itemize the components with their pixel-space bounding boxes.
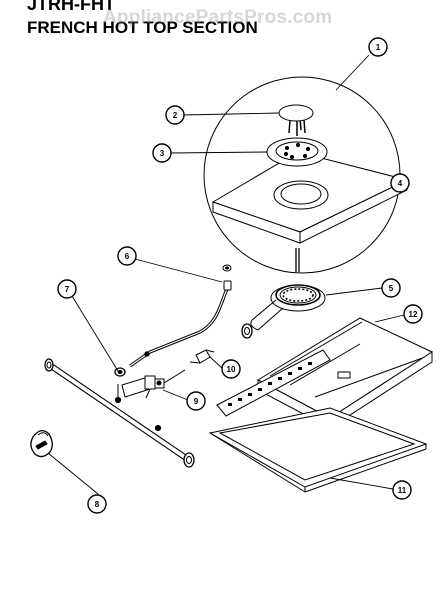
ring-plate bbox=[266, 137, 328, 167]
callout-4-label: 4 bbox=[398, 179, 403, 188]
callout-5: 5 bbox=[381, 278, 401, 298]
callout-1-label: 1 bbox=[376, 43, 381, 52]
orifice bbox=[189, 349, 215, 364]
leader-lines bbox=[47, 54, 406, 495]
model-title: JTRH-FHT bbox=[27, 0, 115, 14]
callout-8: 8 bbox=[87, 494, 107, 514]
gas-valve bbox=[121, 369, 186, 399]
callout-3: 3 bbox=[152, 143, 172, 163]
callout-5-label: 5 bbox=[389, 284, 394, 293]
control-knob bbox=[30, 430, 53, 458]
callout-6: 6 bbox=[117, 246, 137, 266]
callout-10-label: 10 bbox=[227, 365, 236, 374]
callout-9-label: 9 bbox=[194, 397, 199, 406]
callout-8-label: 8 bbox=[95, 500, 100, 509]
callout-12: 12 bbox=[403, 304, 423, 324]
callout-10: 10 bbox=[221, 359, 241, 379]
hot-top-plate bbox=[211, 151, 409, 244]
callout-4: 4 bbox=[390, 173, 410, 193]
section-title: FRENCH HOT TOP SECTION bbox=[27, 18, 258, 37]
center-cap bbox=[278, 104, 314, 136]
watermark: AppliancePartsPros.com bbox=[103, 7, 333, 28]
callout-1: 1 bbox=[368, 37, 388, 57]
burner-ring bbox=[270, 284, 326, 312]
callout-2: 2 bbox=[165, 105, 185, 125]
callout-3-label: 3 bbox=[160, 149, 165, 158]
gas-supply-tube bbox=[129, 264, 232, 368]
callout-6-label: 6 bbox=[125, 252, 130, 261]
burner-tube bbox=[241, 299, 284, 339]
manifold-pipe bbox=[44, 358, 195, 468]
callout-11: 11 bbox=[392, 480, 412, 500]
callout-2-label: 2 bbox=[173, 111, 178, 120]
callout-7: 7 bbox=[57, 279, 77, 299]
callout-7-label: 7 bbox=[65, 285, 70, 294]
burner-box-slots bbox=[216, 349, 331, 417]
callout-12-label: 12 bbox=[409, 310, 418, 319]
callout-11-label: 11 bbox=[398, 486, 407, 495]
drip-tray bbox=[208, 407, 428, 493]
callout-9: 9 bbox=[186, 391, 206, 411]
